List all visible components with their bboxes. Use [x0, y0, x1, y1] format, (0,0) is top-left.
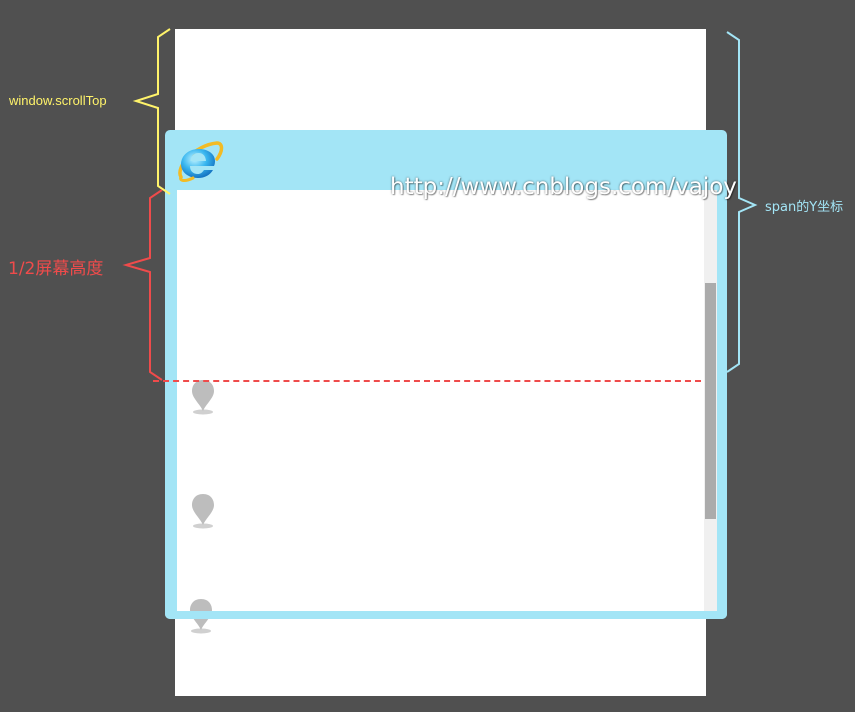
half-screen-label: 1/2屏幕高度 [8, 259, 104, 279]
scroll-top-label: window.scrollTop [9, 93, 107, 108]
scroll-top-brace [132, 28, 171, 195]
map-pin-icon [192, 380, 214, 415]
watermark-url: http://www.cnblogs.com/vajoy [390, 174, 737, 200]
half-screen-brace [122, 189, 163, 381]
browser-viewport [177, 190, 704, 611]
scrollbar-thumb[interactable] [705, 283, 716, 519]
span-y-brace [726, 31, 758, 373]
browser-frame-bottom [165, 611, 727, 619]
ie-logo-icon [178, 141, 224, 182]
span-y-label: span的Y坐标 [765, 200, 844, 215]
screen-middle-line [153, 380, 701, 382]
map-pin-icon [192, 494, 214, 529]
